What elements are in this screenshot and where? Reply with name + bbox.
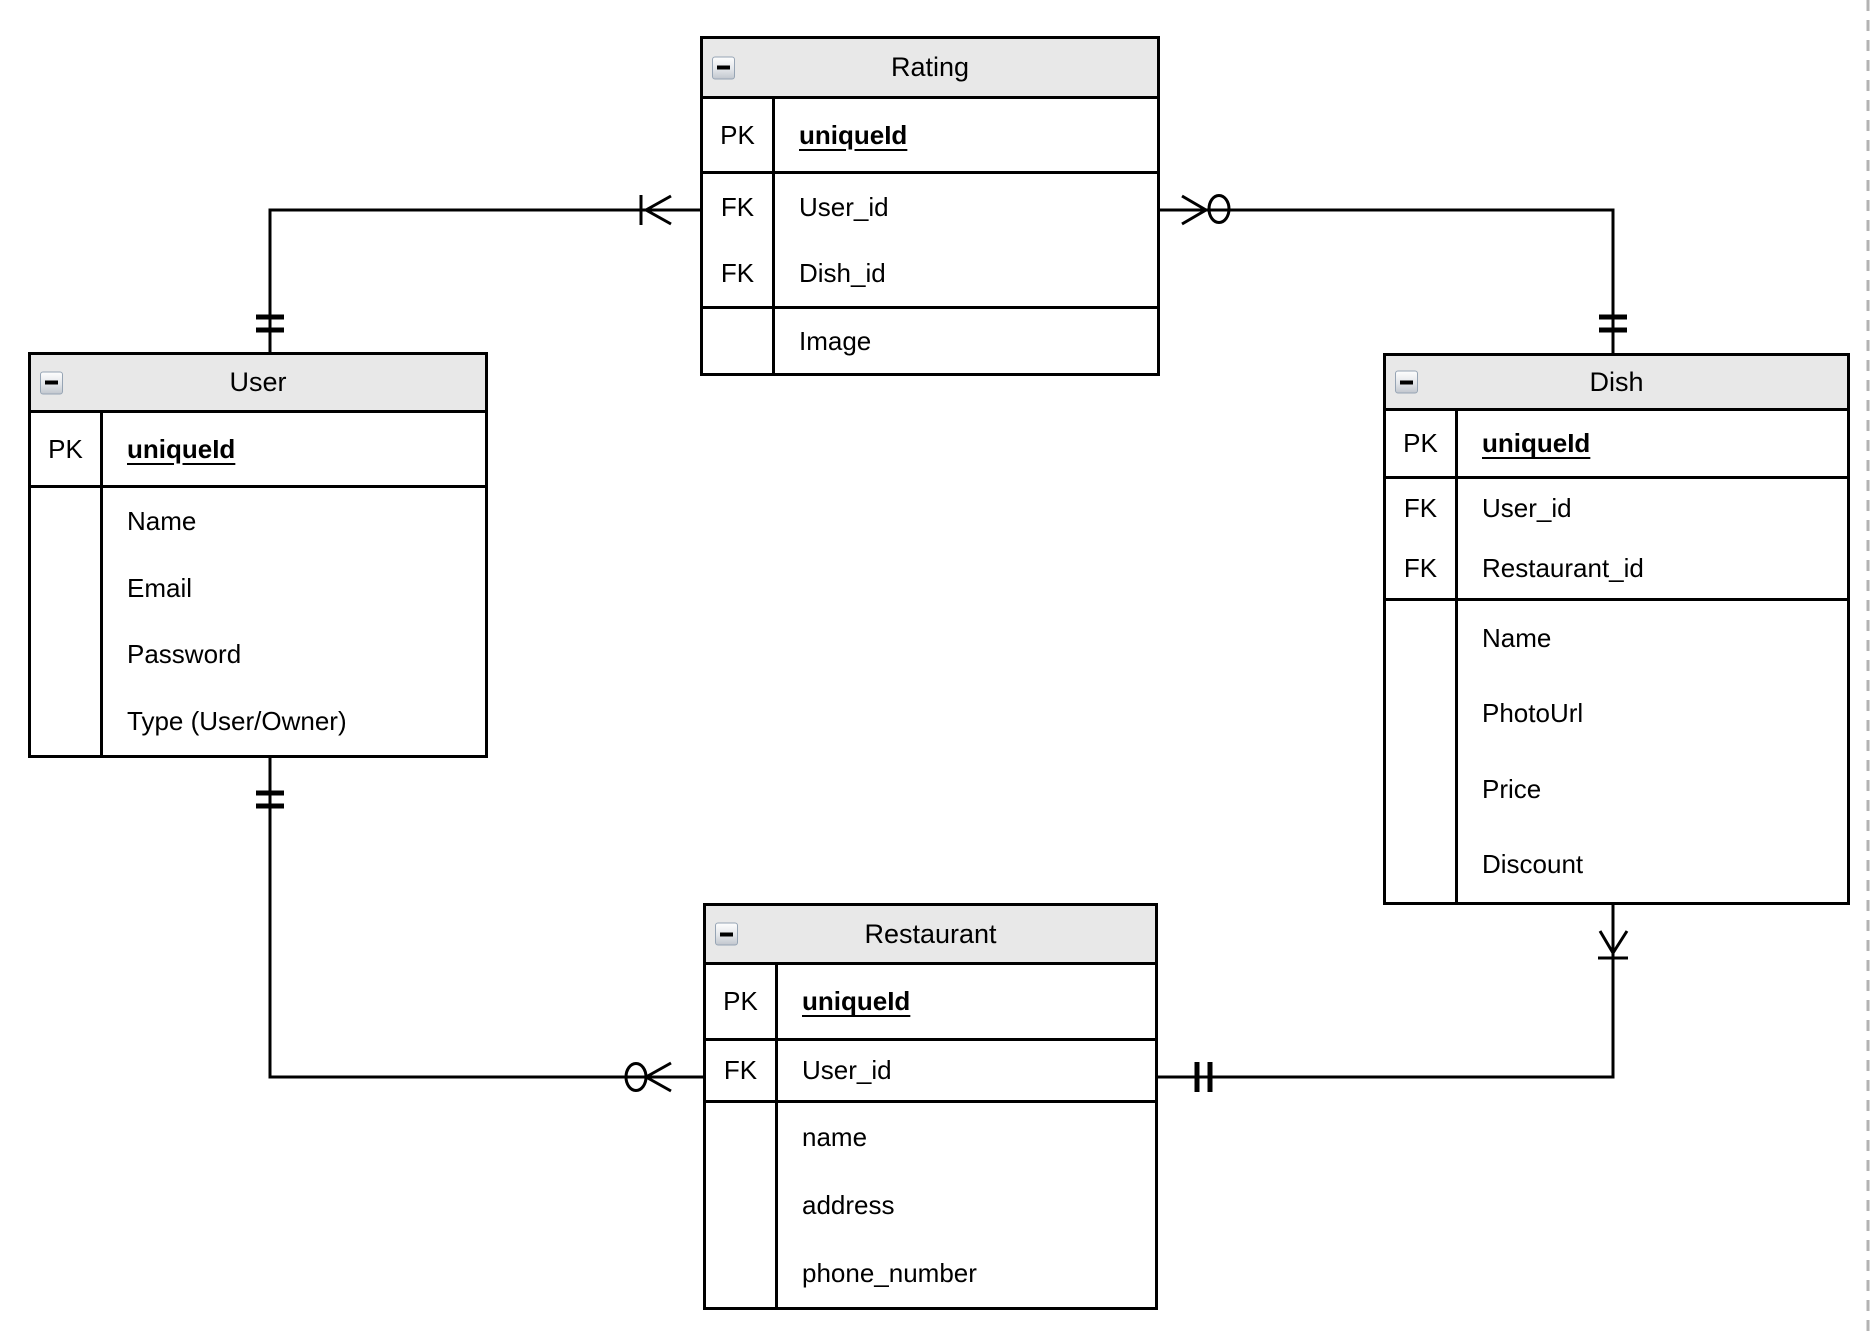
relationship-restaurant-dish[interactable] [1158, 905, 1629, 1092]
collapse-table-button[interactable] [715, 922, 738, 946]
column-name: Type (User/Owner) [127, 706, 347, 737]
row-key: FK [720, 191, 755, 222]
minus-icon [717, 65, 730, 70]
column-name: Email [127, 572, 193, 603]
column-name: Password [127, 639, 242, 670]
collapse-table-button[interactable] [40, 371, 63, 394]
entity-table-restaurant[interactable]: Restaurant PK uniqueId FK User_id name a… [703, 903, 1158, 1310]
connector-line [268, 758, 703, 1079]
column-name: Discount [1482, 848, 1584, 879]
row-key: FK [723, 1055, 758, 1085]
table-header: User [31, 355, 485, 413]
column-name: User_id [1482, 493, 1572, 524]
column-name: User_id [799, 191, 889, 222]
row-key: PK [48, 433, 83, 464]
crows-foot-many-icon [1598, 930, 1629, 954]
entity-table-user[interactable]: User PK uniqueId Name Email Password Typ… [28, 352, 488, 758]
table-title: Restaurant [864, 918, 997, 949]
column-name: address [802, 1189, 895, 1220]
collapse-table-button[interactable] [1395, 370, 1418, 394]
row-key: FK [720, 257, 755, 288]
crows-foot-many-icon [645, 1061, 672, 1093]
column-name: name [802, 1121, 868, 1152]
connector-line [268, 208, 700, 352]
row-key: PK [1403, 428, 1438, 458]
column-name: Dish_id [799, 257, 886, 288]
cardinality-exactly-one-ticks [256, 790, 284, 809]
column-name: uniqueId [799, 119, 908, 150]
row-key [703, 309, 772, 373]
column-name: uniqueId [1482, 428, 1591, 458]
cardinality-exactly-one-ticks [1194, 1062, 1213, 1092]
row-key: FK [1403, 493, 1438, 524]
column-name: Name [127, 505, 197, 536]
table-header: Dish [1386, 356, 1847, 411]
minus-icon [720, 932, 733, 936]
column-name: Restaurant_id [1482, 552, 1644, 583]
row-key: PK [723, 986, 758, 1016]
column-name: uniqueId [802, 986, 911, 1016]
entity-table-rating[interactable]: Rating PK uniqueId FK FK User_id Dish_id… [700, 36, 1160, 376]
table-title: Rating [890, 52, 970, 82]
column-name: Image [799, 325, 872, 356]
table-title: User [229, 367, 287, 397]
minus-icon [45, 380, 58, 385]
table-header: Restaurant [706, 906, 1155, 965]
column-name: Price [1482, 773, 1542, 804]
column-name: uniqueId [127, 433, 236, 464]
cardinality-exactly-one-ticks [256, 314, 284, 333]
cardinality-exactly-one-ticks [1599, 314, 1627, 333]
table-title: Dish [1589, 366, 1644, 397]
column-name: phone_number [802, 1258, 977, 1289]
column-name: PhotoUrl [1482, 698, 1584, 729]
relationship-rating-dish[interactable] [1160, 194, 1627, 354]
relationship-rating-user[interactable] [256, 194, 700, 352]
column-name: Name [1482, 623, 1552, 654]
connector-line [1158, 905, 1615, 1079]
crows-foot-many-icon [645, 194, 672, 226]
column-name: User_id [802, 1055, 892, 1085]
minus-icon [1400, 380, 1413, 384]
crows-foot-many-icon [1181, 194, 1207, 226]
collapse-table-button[interactable] [712, 56, 735, 79]
table-header: Rating [703, 39, 1157, 99]
row-key: PK [720, 119, 755, 150]
row-key: FK [1403, 552, 1438, 583]
connector-line [1160, 208, 1615, 353]
entity-table-dish[interactable]: Dish PK uniqueId FK FK User_id Restauran… [1383, 353, 1850, 905]
cardinality-zero-circle [1207, 194, 1231, 224]
relationship-user-restaurant[interactable] [256, 758, 703, 1093]
